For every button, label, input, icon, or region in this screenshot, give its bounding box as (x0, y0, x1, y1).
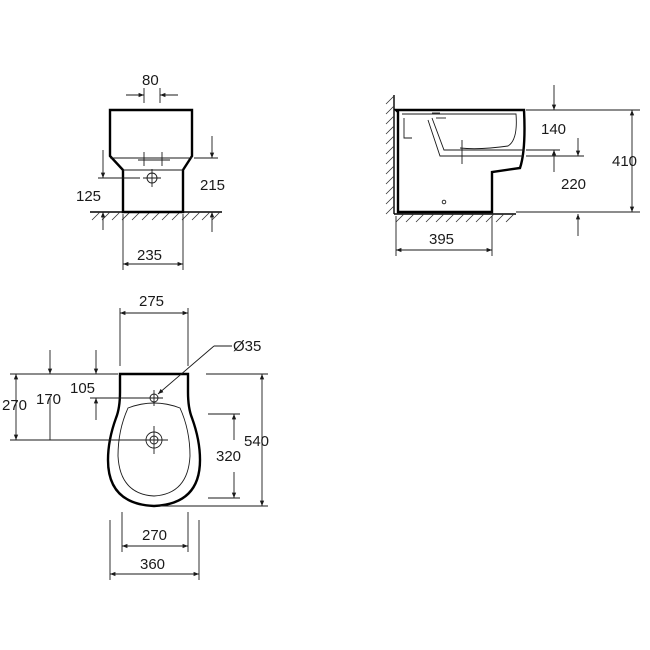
top-dim-hole-diameter: Ø35 (233, 338, 261, 355)
side-vent-icon (441, 199, 447, 205)
side-dim-395: 395 (429, 231, 454, 248)
top-tap-hole-icon (145, 390, 163, 406)
side-dim-220: 220 (561, 176, 586, 193)
side-bidet-body (393, 108, 526, 214)
top-dim-170: 170 (36, 391, 61, 408)
side-trap (427, 112, 480, 164)
side-view: 140 220 410 395 (385, 85, 640, 256)
side-wall (385, 95, 516, 223)
top-bidet-outline (106, 372, 202, 508)
top-dim-540: 540 (244, 433, 269, 450)
top-view: 275 Ø35 270 170 105 540 320 (2, 293, 269, 580)
top-bowl-inner (117, 402, 191, 497)
top-drain-icon (140, 426, 168, 454)
top-dim-360: 360 (140, 556, 165, 573)
top-dim-105: 105 (70, 380, 95, 397)
side-dim-410: 410 (612, 153, 637, 170)
front-dim-235: 235 (137, 247, 162, 264)
top-dim-320: 320 (216, 448, 241, 465)
top-dim-275: 275 (139, 293, 164, 310)
front-dim-125: 125 (76, 188, 101, 205)
top-dim-270-left: 270 (2, 397, 27, 414)
front-view: 80 125 215 235 (76, 72, 225, 270)
front-tap-marks (138, 152, 170, 166)
front-outlet-icon (143, 169, 161, 187)
top-dim-270-bottom: 270 (142, 527, 167, 544)
front-dim-80: 80 (142, 72, 159, 89)
front-bidet-body (108, 108, 194, 214)
side-dim-140: 140 (541, 121, 566, 138)
front-dim-215: 215 (200, 177, 225, 194)
